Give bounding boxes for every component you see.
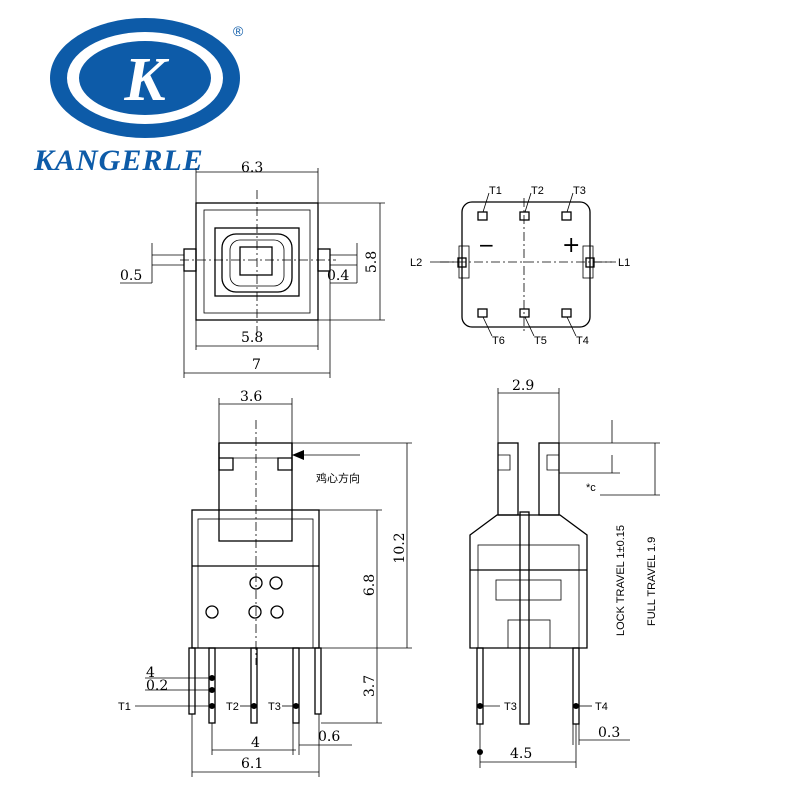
- brand-name: KANGERLE: [33, 144, 204, 177]
- front-view: 3.6 鸡心方向 10.2 6.8 3.7 4 0.2 T1 T2 T3: [118, 389, 412, 777]
- dim-pin-length: 3.7: [362, 675, 378, 697]
- dim-top-height: 5.8: [364, 251, 380, 273]
- front-terminal-t3: T3: [268, 701, 281, 713]
- dim-top-width: 6.3: [241, 160, 263, 176]
- full-travel-label: FULL TRAVEL 1.9: [646, 537, 658, 626]
- terminal-t4-label: T4: [576, 335, 589, 347]
- terminal-t2-label: T2: [531, 185, 544, 197]
- dim-plunger-width: 3.6: [240, 389, 262, 405]
- dim-total-height: 10.2: [392, 532, 408, 563]
- top-view: 6.3 5.8 0.5 0.4 5.8 7: [120, 160, 385, 378]
- terminal-t5-label: T5: [534, 335, 547, 347]
- lock-travel-label: LOCK TRAVEL 1±0.15: [615, 525, 627, 636]
- front-terminal-t2: T2: [226, 701, 239, 713]
- dim-pin-right: 0.4: [327, 268, 349, 284]
- front-terminal-t1: T1: [118, 701, 131, 713]
- dim-base-width: 6.1: [241, 756, 263, 772]
- logo-mark: K: [123, 46, 169, 114]
- label-l1: L1: [618, 257, 630, 269]
- side-terminal-t4: T4: [595, 701, 608, 713]
- polarity-plus: +: [562, 233, 580, 258]
- footprint-view: T1 T2 T3 T6 T5 T4 L2 L1 − +: [410, 185, 630, 347]
- side-view: 2.9 *c LOCK TRAVEL 1±0.15 FULL TRAVEL 1.…: [469, 378, 660, 768]
- brand-logo: K ® KANGERLE: [33, 18, 244, 177]
- dim-pin-width: 0.2: [146, 678, 168, 694]
- dim-side-top-width: 2.9: [512, 378, 534, 394]
- dim-side-pin-pitch: 4.5: [510, 746, 532, 762]
- dim-body-height: 6.8: [362, 574, 378, 596]
- terminal-t3-label: T3: [573, 185, 586, 197]
- terminal-t1-label: T1: [489, 185, 502, 197]
- dim-pin-thickness: 0.6: [318, 729, 340, 745]
- polarity-minus: −: [478, 233, 495, 257]
- side-c-mark: *c: [586, 482, 596, 494]
- arrow-note: 鸡心方向: [316, 471, 360, 485]
- dim-inner-width: 5.8: [241, 330, 263, 346]
- terminal-t6-label: T6: [492, 335, 505, 347]
- dim-pin-left: 0.5: [120, 268, 142, 284]
- registered-mark: ®: [233, 23, 244, 39]
- dim-overall-width: 7: [252, 357, 261, 373]
- dim-pin-spacing: 4: [251, 735, 260, 751]
- dim-side-pin-thickness: 0.3: [598, 725, 620, 741]
- side-terminal-t3: T3: [504, 701, 517, 713]
- dim-pin-step: 4: [146, 665, 155, 681]
- label-l2: L2: [410, 257, 422, 269]
